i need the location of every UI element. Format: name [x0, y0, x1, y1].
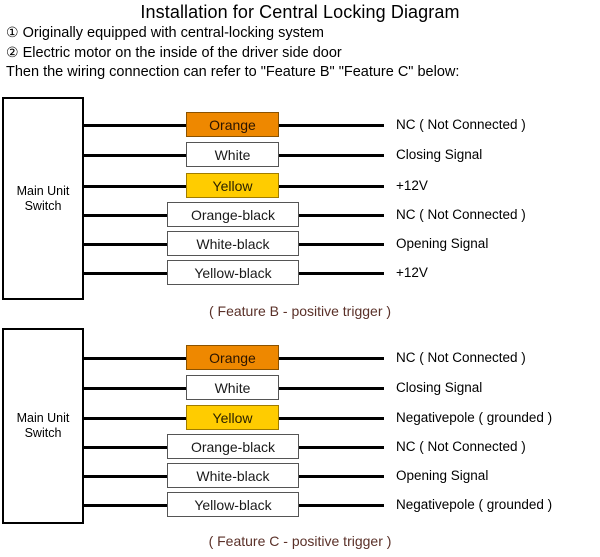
- wire-row: Yellow-black Negativepole ( grounded ): [0, 492, 600, 518]
- signal-label: NC ( Not Connected ): [396, 439, 526, 454]
- diagram-caption: ( Feature C - positive trigger ): [208, 533, 392, 549]
- wire-row: White Closing Signal: [0, 375, 600, 401]
- signal-label: Closing Signal: [396, 147, 483, 162]
- wire-row: Yellow Negativepole ( grounded ): [0, 405, 600, 431]
- diagram-feature-c: Main Unit Switch Orange NC ( Not Connect…: [0, 322, 600, 557]
- wire-row: Yellow-black +12V: [0, 260, 600, 286]
- wire-label-white: White: [186, 142, 279, 167]
- diagram-feature-b: Main Unit Switch Orange NC ( Not Connect…: [0, 90, 600, 322]
- signal-label: +12V: [396, 265, 428, 280]
- wire-row: White-black Opening Signal: [0, 463, 600, 489]
- unit-label-line-1: Main Unit: [16, 183, 70, 198]
- note-marker-2: ②: [6, 44, 19, 60]
- signal-label: NC ( Not Connected ): [396, 117, 526, 132]
- main-unit-switch-label: Main Unit Switch: [17, 411, 70, 441]
- wire-row: Orange NC ( Not Connected ): [0, 345, 600, 371]
- wire-row: White-black Opening Signal: [0, 231, 600, 257]
- wire-label-white: White: [186, 375, 279, 400]
- signal-label: Opening Signal: [396, 236, 489, 251]
- note-text-1: Originally equipped with central-locking…: [22, 25, 325, 41]
- wire-label-yellow-black: Yellow-black: [167, 492, 299, 517]
- signal-label: Closing Signal: [396, 380, 483, 395]
- wire-row: White Closing Signal: [0, 142, 600, 168]
- wire-label-yellow: Yellow: [186, 405, 279, 430]
- wire-label-yellow: Yellow: [186, 173, 279, 198]
- page-title: Installation for Central Locking Diagram: [140, 2, 460, 22]
- unit-label-line-2: Switch: [24, 426, 62, 440]
- note-text-2: Electric motor on the inside of the driv…: [22, 45, 342, 61]
- wire-row: Yellow +12V: [0, 173, 600, 199]
- signal-label: NC ( Not Connected ): [396, 350, 526, 365]
- signal-label: Negativepole ( grounded ): [396, 410, 553, 425]
- main-unit-switch-box: Main Unit Switch: [2, 97, 84, 300]
- signal-label: Opening Signal: [396, 468, 489, 483]
- main-unit-switch-label: Main Unit Switch: [17, 184, 70, 214]
- wire-row: Orange-black NC ( Not Connected ): [0, 202, 600, 228]
- header: Installation for Central Locking Diagram…: [0, 0, 600, 82]
- unit-label-line-2: Switch: [24, 198, 62, 213]
- signal-label: NC ( Not Connected ): [396, 207, 526, 222]
- wire-row: Orange-black NC ( Not Connected ): [0, 434, 600, 460]
- main-unit-switch-box: Main Unit Switch: [2, 328, 84, 524]
- wire-label-orange: Orange: [186, 112, 279, 137]
- wire-row: Orange NC ( Not Connected ): [0, 112, 600, 138]
- note-line-1: ① Originally equipped with central-locki…: [0, 23, 600, 43]
- wire-label-white-black: White-black: [167, 231, 299, 256]
- note-marker-1: ①: [6, 24, 19, 40]
- diagram-caption: ( Feature B - positive trigger ): [208, 303, 392, 319]
- note-line-2: ② Electric motor on the inside of the dr…: [0, 43, 600, 63]
- wire-label-orange-black: Orange-black: [167, 434, 299, 459]
- wire-label-orange-black: Orange-black: [167, 202, 299, 227]
- wire-label-yellow-black: Yellow-black: [167, 260, 299, 285]
- unit-label-line-1: Main Unit: [16, 411, 70, 425]
- wire-label-white-black: White-black: [167, 463, 299, 488]
- signal-label: Negativepole ( grounded ): [396, 497, 553, 512]
- lead-in-text: Then the wiring connection can refer to …: [6, 64, 460, 80]
- signal-label: +12V: [396, 178, 428, 193]
- wire-label-orange: Orange: [186, 345, 279, 370]
